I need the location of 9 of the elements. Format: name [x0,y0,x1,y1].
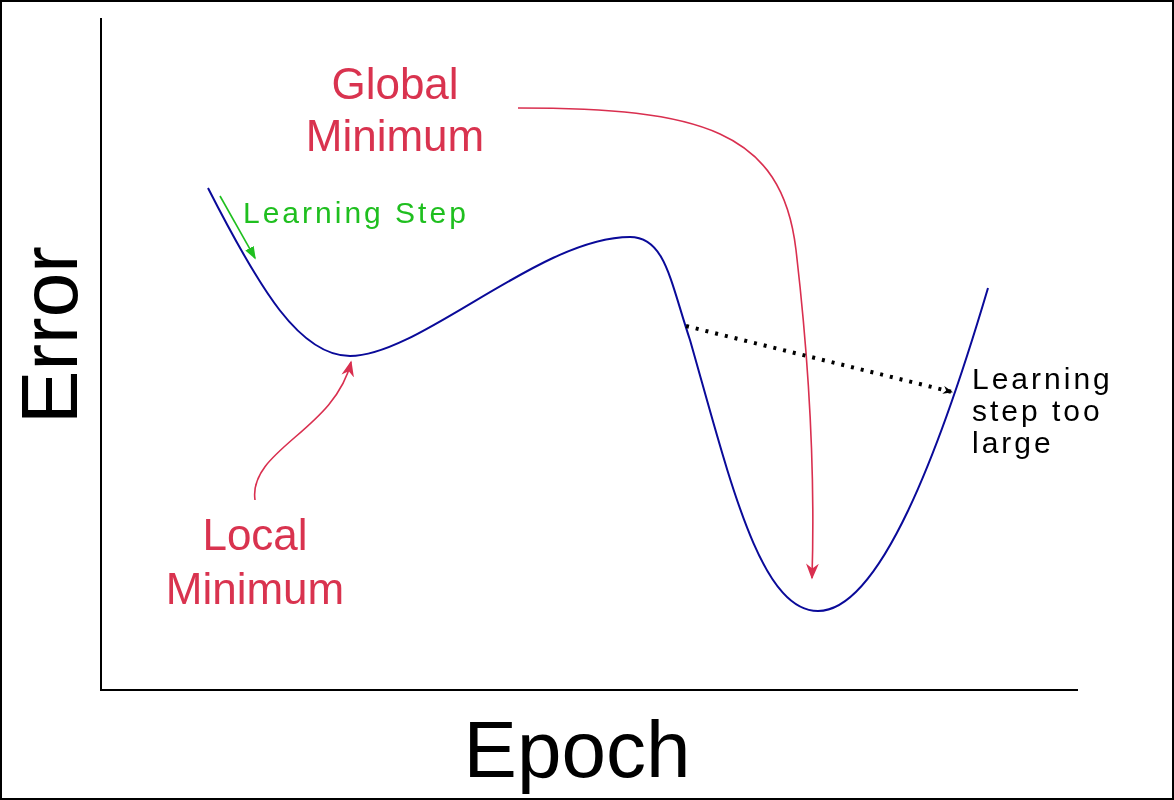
annotation-text: Local Minimum [140,508,370,616]
annotation-text: Learning step too large [972,363,1167,459]
annotation-text: Learning Step [243,195,553,231]
x-axis-label: Epoch [462,705,692,795]
leader-arrow [517,107,819,580]
y-axis-label: Error [5,245,95,426]
leader-arrow [254,360,353,501]
annotation-text: Global Minimum [280,58,510,162]
dotted-arrow [685,324,953,394]
